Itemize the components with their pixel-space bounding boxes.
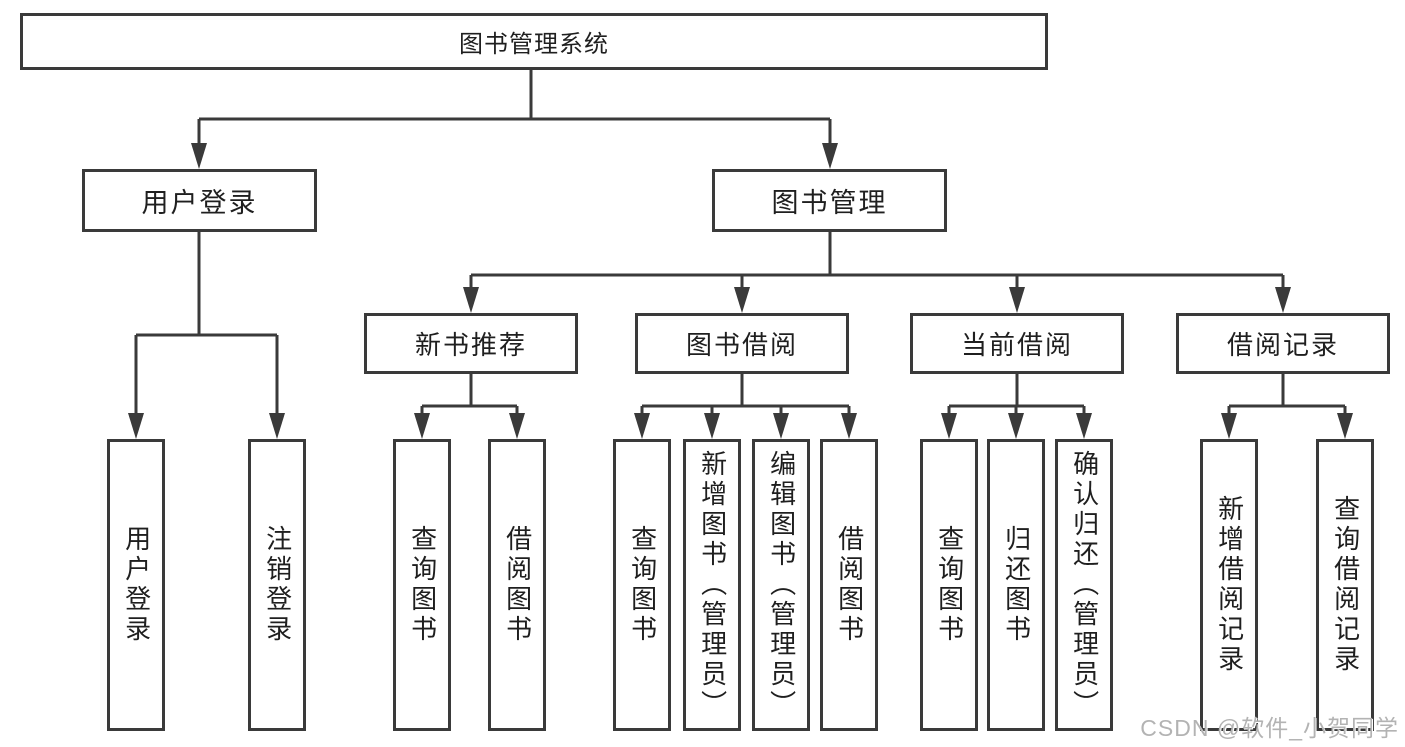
node-library-management-system: 图书管理系统 [20, 13, 1048, 70]
leaf-edit-books-admin: 编辑图书（管理员） [752, 439, 810, 731]
node-new-book-recommend: 新书推荐 [364, 313, 578, 374]
leaf-add-books-admin: 新增图书（管理员） [683, 439, 741, 731]
connector-book-management-to-level3 [463, 232, 1291, 313]
leaf-logout-login: 注销登录 [248, 439, 306, 731]
leaf-user-login: 用户登录 [107, 439, 165, 731]
leaf-query-books-current: 查询图书 [920, 439, 978, 731]
node-book-management-branch: 图书管理 [712, 169, 947, 232]
connector-new-book-recommend-subtree [414, 374, 525, 439]
leaf-borrow-books-recommend: 借阅图书 [488, 439, 546, 731]
leaf-query-books-recommend: 查询图书 [393, 439, 451, 731]
leaf-confirm-return-admin: 确认归还（管理员） [1055, 439, 1113, 731]
connector-borrow-records-subtree [1221, 374, 1353, 439]
leaf-query-borrow-record: 查询借阅记录 [1316, 439, 1374, 731]
connector-book-borrow-subtree [634, 374, 857, 439]
connector-current-borrow-subtree [941, 374, 1092, 439]
node-borrow-records: 借阅记录 [1176, 313, 1390, 374]
connector-user-login-subtree [128, 232, 285, 439]
leaf-query-books-borrow: 查询图书 [613, 439, 671, 731]
csdn-watermark: CSDN @软件_小贺同学 [1140, 715, 1399, 741]
node-user-login-branch: 用户登录 [82, 169, 317, 232]
node-current-borrow: 当前借阅 [910, 313, 1124, 374]
leaf-add-borrow-record: 新增借阅记录 [1200, 439, 1258, 731]
node-book-borrow: 图书借阅 [635, 313, 849, 374]
leaf-borrow-books: 借阅图书 [820, 439, 878, 731]
connector-root-to-level2 [191, 70, 838, 169]
leaf-return-books: 归还图书 [987, 439, 1045, 731]
